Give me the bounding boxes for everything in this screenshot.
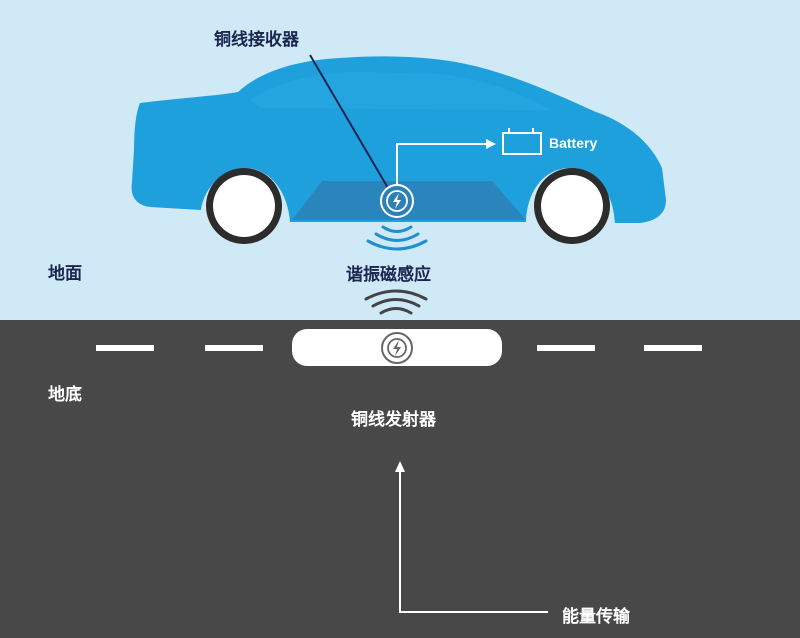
energy-transfer-arrow-head [395, 461, 405, 472]
emitter-label: 铜线发射器 [351, 410, 436, 430]
battery-icon [502, 128, 542, 155]
receiver-coil-icon [380, 184, 414, 218]
road-lane-markings [96, 345, 702, 351]
underground-label: 地底 [48, 385, 82, 405]
energy-transfer-arrow [399, 472, 548, 613]
emitter-coil-icon [381, 332, 413, 364]
resonance-label: 谐振磁感应 [346, 265, 431, 285]
lower-wave-icon [364, 289, 428, 315]
energy-transfer-label: 能量传输 [562, 607, 630, 627]
ground-surface-label: 地面 [48, 264, 82, 284]
front-wheel [206, 168, 282, 244]
battery-label: Battery [549, 135, 597, 151]
battery-arrow [396, 143, 488, 188]
battery-arrow-head [486, 139, 496, 149]
upper-wave-icon [366, 225, 428, 251]
receiver-leader-line [309, 54, 389, 189]
receiver-label: 铜线接收器 [214, 30, 299, 50]
rear-wheel [534, 168, 610, 244]
